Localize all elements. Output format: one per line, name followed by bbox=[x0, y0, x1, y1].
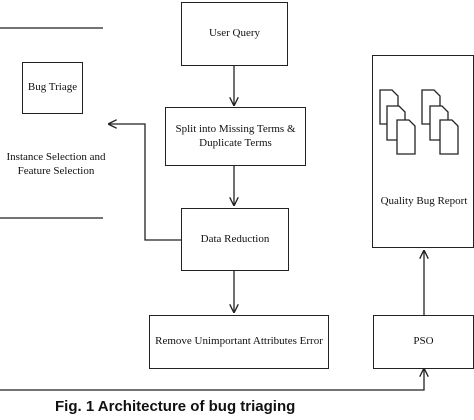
split-terms-line1: Split into Missing Terms & bbox=[175, 122, 296, 135]
pso-box: PSO bbox=[373, 315, 474, 369]
pso-label: PSO bbox=[413, 335, 434, 348]
document-stack-icon-left bbox=[379, 89, 416, 155]
remove-errors-box: Remove Unimportant Attributes Error bbox=[149, 315, 329, 369]
bug-triage-box: Bug Triage bbox=[22, 62, 83, 114]
document-stack-icon-right bbox=[421, 89, 459, 155]
remove-errors-label: Remove Unimportant Attributes Error bbox=[155, 335, 323, 348]
user-query-box: User Query bbox=[181, 2, 288, 66]
split-terms-line2: Duplicate Terms bbox=[199, 136, 272, 149]
data-reduction-label: Data Reduction bbox=[200, 232, 270, 245]
bug-triage-label: Bug Triage bbox=[27, 81, 78, 94]
selection-label-line2: Feature Selection bbox=[17, 165, 95, 178]
quality-bug-report-label: Quality Bug Report bbox=[380, 195, 468, 207]
selection-label: Instance Selection and Feature Selection bbox=[0, 150, 112, 179]
split-terms-box: Split into Missing Terms & Duplicate Ter… bbox=[165, 107, 306, 166]
figure-caption: Fig. 1 Architecture of bug triaging bbox=[55, 398, 296, 415]
arrow-bottom-to-pso bbox=[0, 369, 424, 391]
data-reduction-box: Data Reduction bbox=[181, 208, 289, 271]
quality-bug-report-box bbox=[372, 55, 474, 248]
user-query-label: User Query bbox=[208, 27, 260, 40]
selection-label-line1: Instance Selection and bbox=[6, 151, 106, 163]
arrow-reduction-to-side-panel bbox=[109, 124, 181, 241]
